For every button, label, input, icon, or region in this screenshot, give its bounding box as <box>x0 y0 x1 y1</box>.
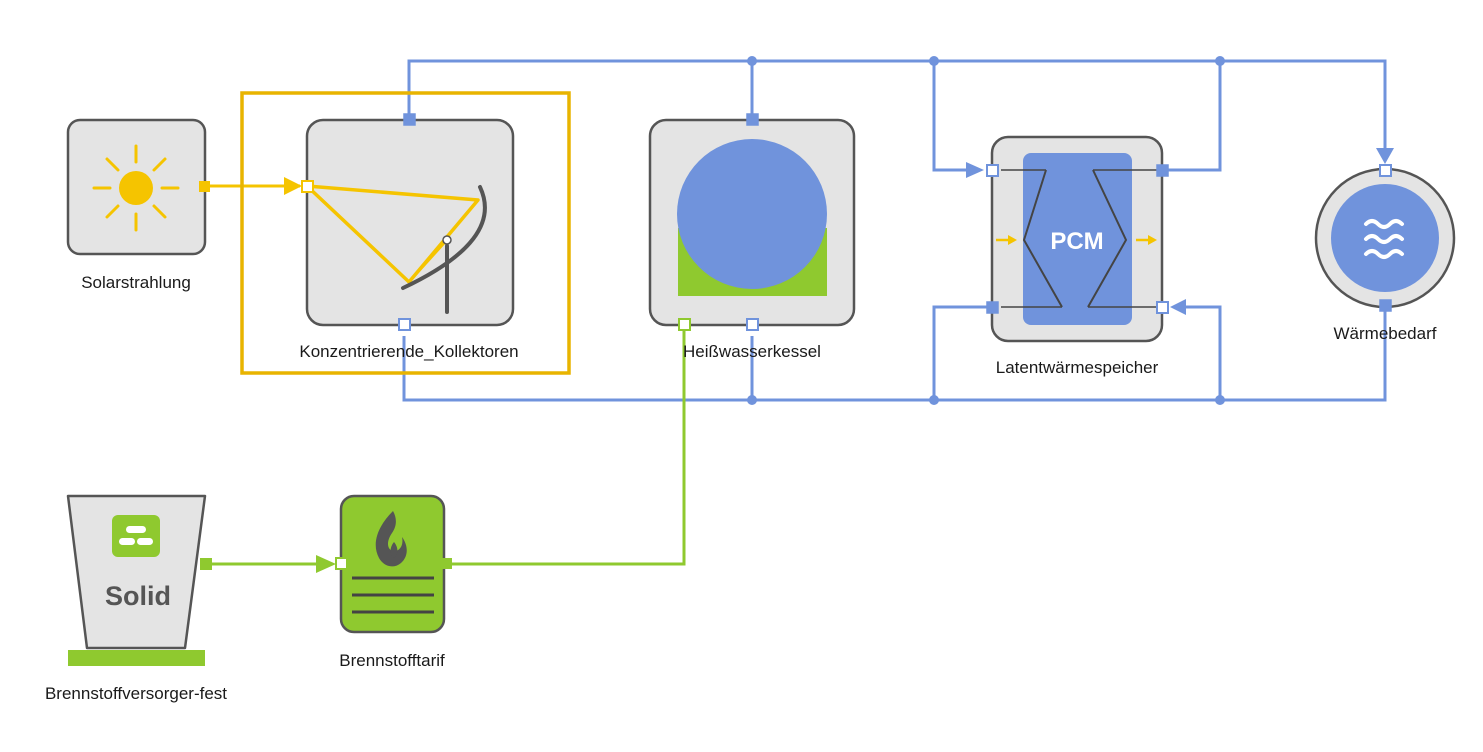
fuel-input-port[interactable] <box>335 557 348 570</box>
node-label: Latentwärmespeicher <box>996 358 1159 377</box>
heat-output-port[interactable] <box>1379 299 1392 312</box>
heat-supply-line[interactable] <box>407 59 1387 160</box>
supplier-base <box>68 650 205 666</box>
node-label: Brennstofftarif <box>339 651 445 670</box>
heat-storage-return-top-line[interactable] <box>1162 61 1222 172</box>
arrow-head <box>284 177 302 195</box>
heat-input-port[interactable] <box>1156 301 1169 314</box>
node-latentwaermespeicher[interactable]: PCM Latentwärmespeicher <box>986 135 1169 377</box>
node-label: Solarstrahlung <box>81 273 191 292</box>
arrow-head <box>1376 148 1394 164</box>
node-brennstoffversorger-fest[interactable]: Solid Brennstoffversorger-fest <box>45 494 227 703</box>
fuel-output-port[interactable] <box>200 558 212 570</box>
arrow-head <box>1170 299 1186 315</box>
heat-return-line[interactable] <box>402 305 1387 402</box>
heat-storage-charge-line[interactable] <box>932 61 980 172</box>
heat-input-port[interactable] <box>746 318 759 331</box>
heat-output-port[interactable] <box>403 113 416 126</box>
fuel-output-port[interactable] <box>441 558 452 569</box>
solar-connection[interactable] <box>205 177 302 195</box>
parabolic-collector-icon <box>305 184 487 314</box>
output-port[interactable] <box>199 181 210 192</box>
arrow-head <box>966 162 984 178</box>
junction-dot <box>929 395 939 405</box>
solid-fuel-icon <box>112 515 160 557</box>
heat-waves-icon <box>1331 184 1439 292</box>
heat-network <box>402 56 1394 405</box>
heat-output-port[interactable] <box>1156 164 1169 177</box>
fuel-connections[interactable] <box>207 324 686 566</box>
node-konzentrierende-kollektoren[interactable]: Konzentrierende_Kollektoren <box>240 91 571 375</box>
solid-text: Solid <box>105 581 171 611</box>
node-label: Brennstoffversorger-fest <box>45 684 227 703</box>
heat-output-port[interactable] <box>986 301 999 314</box>
heat-input-port[interactable] <box>1379 164 1392 177</box>
flame-tariff-icon <box>352 511 434 614</box>
junction-dot <box>929 56 939 66</box>
node-waermebedarf[interactable]: Wärmebedarf <box>1314 164 1456 343</box>
pcm-text: PCM <box>1050 228 1103 255</box>
junction-dot <box>747 56 757 66</box>
junction-dot <box>1215 56 1225 66</box>
heat-storage-bottom-line[interactable] <box>932 305 992 400</box>
node-label: Konzentrierende_Kollektoren <box>299 342 518 361</box>
node-solarstrahlung[interactable]: Solarstrahlung <box>66 118 210 292</box>
heat-output-port[interactable] <box>746 113 759 126</box>
pcm-storage-icon: PCM <box>996 153 1160 325</box>
node-heisswasserkessel[interactable]: Heißwasserkessel <box>648 113 856 361</box>
heat-input-port[interactable] <box>398 318 411 331</box>
solar-input-port[interactable] <box>301 180 314 193</box>
sun-icon <box>92 144 180 232</box>
selection-frame <box>240 91 571 375</box>
boiler-tank-icon <box>677 139 827 296</box>
heat-storage-discharge-line[interactable] <box>1175 305 1222 400</box>
node-brennstofftarif[interactable]: Brennstofftarif <box>335 494 452 670</box>
junction-dot <box>1215 395 1225 405</box>
node-label: Wärmebedarf <box>1334 324 1437 343</box>
node-label: Heißwasserkessel <box>683 342 821 361</box>
arrow-head <box>316 555 336 573</box>
heat-input-port[interactable] <box>986 164 999 177</box>
junction-dot <box>747 395 757 405</box>
fuel-input-port[interactable] <box>678 318 691 331</box>
